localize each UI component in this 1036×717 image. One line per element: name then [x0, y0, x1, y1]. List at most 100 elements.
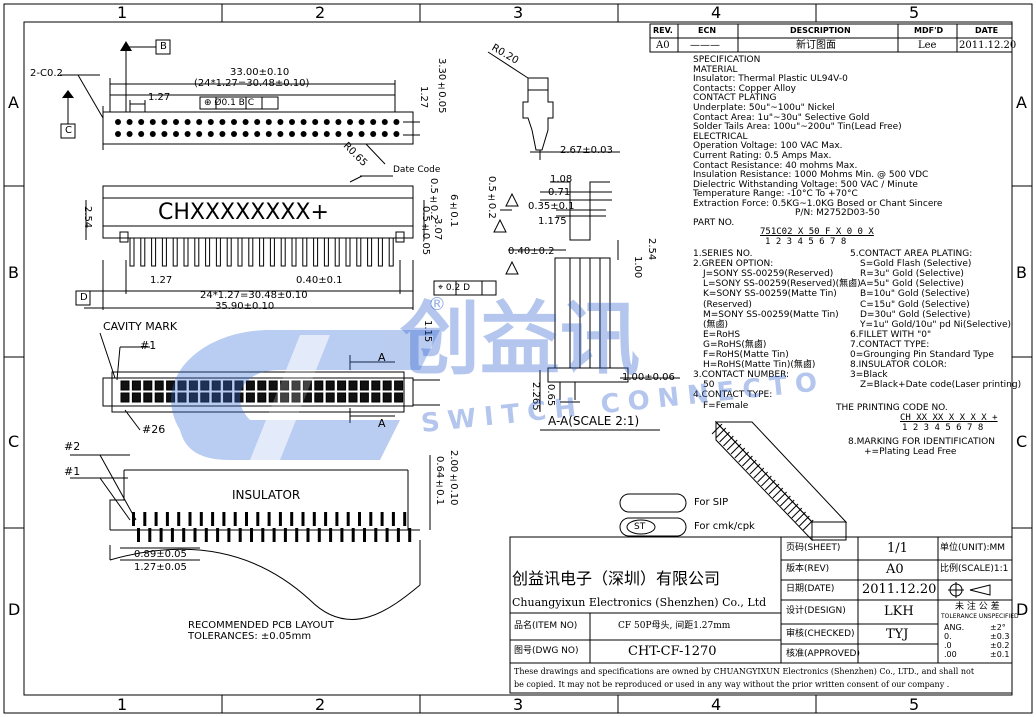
section-a-bottom: A [378, 417, 386, 430]
pcb-pad [256, 512, 260, 526]
pcb-pad [245, 512, 248, 526]
top-pin [254, 119, 261, 125]
option-right-line: A=5u" Gold (Selective) [860, 279, 964, 290]
top-pin [289, 119, 295, 125]
pcb-pad [380, 512, 384, 526]
printing-title: THE PRINTING CODE NO. [836, 403, 948, 413]
option-left-line: E=RoHS [703, 329, 741, 340]
pcb-pad [211, 512, 215, 526]
pcb-pad [188, 512, 192, 526]
option-left-line: F=RoHS(Matte Tin) [703, 350, 789, 360]
top-pin [138, 119, 145, 125]
col-label-1-bottom: 1 [117, 695, 128, 714]
approved-label: 核准(APPROVED) [786, 649, 860, 659]
company-name-en: Chuangyixun Electronics (Shenzhen) Co., … [512, 596, 767, 609]
row-label-b: B [8, 263, 19, 282]
top-pin [115, 131, 121, 137]
cavity-mark-label: CAVITY MARK [103, 320, 178, 333]
top-pin [312, 131, 319, 137]
dim-05-side: 0.5±0.2 [486, 176, 497, 219]
pcb-pad [351, 528, 355, 542]
top-pin [381, 131, 388, 137]
spec-line: Operation Voltage: 100 VAC Max. [693, 141, 843, 152]
top-pin [126, 119, 133, 125]
pcb-pad [199, 512, 203, 526]
dim-115: 1.15 [422, 320, 433, 343]
top-pin [161, 131, 168, 137]
front-pin [323, 237, 329, 267]
cavity-cell [154, 380, 164, 391]
cavity-cell [143, 380, 153, 391]
pcb-pad [148, 528, 152, 542]
row-label-a: A [8, 93, 19, 112]
dim-pitch: 1.27 [148, 92, 171, 103]
rev-label: 版本(REV) [786, 564, 830, 574]
cavity-cell [188, 380, 198, 391]
front-pin [237, 237, 243, 267]
tolerance-title: 未 注 公 差 [955, 602, 1000, 612]
dim-200: 2.00±0.10 [448, 450, 459, 506]
pcb-pad [396, 528, 400, 542]
top-pin [370, 131, 377, 137]
top-pin [358, 119, 365, 125]
top-pin [393, 131, 400, 137]
gdt-position-top: ⊕ Ø0.1 B C [204, 98, 254, 108]
option-left-line: 3.CONTACT NUMBER: [693, 370, 790, 381]
top-pin [149, 119, 156, 125]
rev-header-mdfd: MDF'D [914, 26, 944, 35]
dim-108: 1.08 [550, 174, 573, 185]
cavity-cell [291, 392, 301, 403]
front-pin [259, 237, 265, 267]
cavity-cell [348, 380, 358, 391]
cavity-cell [188, 392, 198, 403]
pcb-pad [261, 528, 265, 542]
front-pin [302, 237, 308, 267]
top-pin [138, 131, 145, 137]
option-right-line: 0=Grounging Pin Standard Type [850, 350, 994, 360]
top-pin [265, 119, 272, 125]
cavity-cell [245, 380, 255, 391]
dim-330: 3.30±0.05 [436, 58, 447, 114]
spec-line: Current Rating: 0.5 Amps Max. [693, 151, 832, 161]
pcb-pad [295, 528, 299, 542]
pcb-pad [165, 512, 169, 526]
option-right-line: 5.CONTACT AREA PLATING: [850, 249, 973, 259]
pcb-pad [272, 528, 276, 542]
cavity-cell [371, 380, 381, 391]
cavity-cell [337, 380, 347, 391]
cavity-cell [337, 392, 347, 403]
top-pin [300, 119, 307, 125]
cavity-cell [302, 392, 312, 403]
cavity-cell [234, 392, 244, 403]
top-pin [219, 131, 226, 137]
iso-pin [791, 507, 803, 519]
iso-pin [761, 475, 772, 487]
top-pin [242, 119, 249, 125]
pcb-pad [250, 528, 253, 542]
pcb-pad [403, 512, 407, 526]
pcb-pad [408, 528, 412, 542]
pin-1-label: #1 [140, 339, 157, 352]
front-pin [345, 237, 351, 267]
iso-pin [787, 503, 799, 515]
option-left-line: F=Female [703, 400, 749, 411]
marking-title: 8.MARKING FOR IDENTIFICATION [848, 437, 995, 447]
pcb-pad [278, 512, 282, 526]
pcb-pad [301, 512, 305, 526]
company-name-cn: 创益讯电子（深圳）有限公司 [512, 569, 721, 588]
top-pin [323, 131, 330, 137]
top-pin [173, 131, 179, 137]
datum-d: D [80, 292, 88, 303]
tol-ang-value: ±2° [990, 623, 1006, 632]
spec-line: Insulator: Thermal Plastic UL94V-0 [693, 74, 848, 85]
top-pin [323, 119, 330, 125]
dim-359: 35.90±0.10 [215, 301, 275, 312]
pcb-pad [182, 528, 186, 542]
spec-line: Temperature Range: -10°C To +70°C [693, 189, 858, 200]
part-code: 751C02 X 50 F X 0 0 X [760, 227, 874, 237]
rev-row-rev: A0 [656, 40, 670, 51]
pcb-pad [238, 528, 242, 542]
dim-089: 0.89±0.05 [134, 549, 187, 560]
cavity-cell [245, 392, 255, 403]
